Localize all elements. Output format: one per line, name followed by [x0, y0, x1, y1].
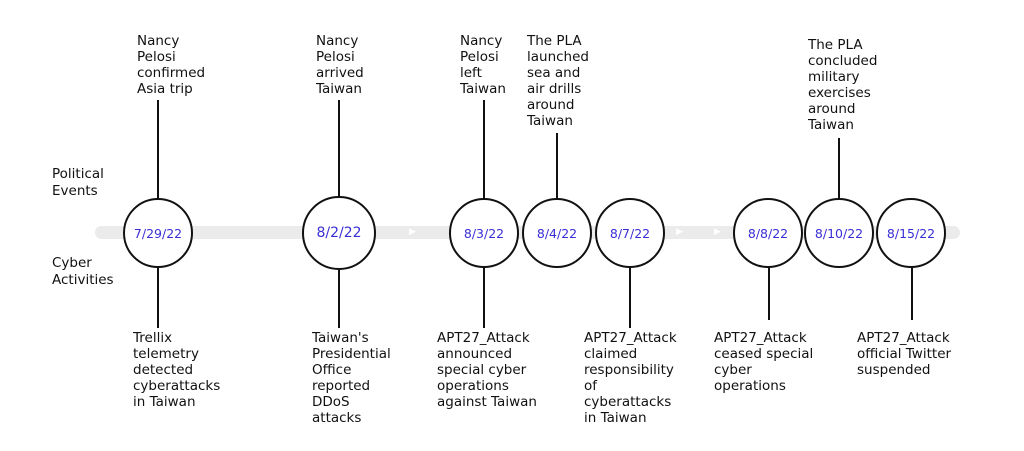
- political-stem-2: [338, 100, 340, 200]
- date-node-8-2-22: 8/2/22: [302, 196, 376, 270]
- political-event-label: Nancy Pelosi confirmed Asia trip: [137, 33, 206, 97]
- cyber-stem-3: [483, 262, 485, 328]
- date-node-8-4-22: 8/4/22: [522, 198, 592, 268]
- date-label: 8/3/22: [463, 225, 505, 241]
- cyber-stem-5: [629, 262, 631, 328]
- political-event-label: Nancy Pelosi left Taiwan: [460, 33, 506, 97]
- date-label: 8/10/22: [814, 225, 864, 241]
- cyber-stem-2: [338, 262, 340, 328]
- date-node-8-10-22: 8/10/22: [804, 198, 874, 268]
- political-event-label: The PLA concluded military exercises aro…: [808, 37, 878, 133]
- date-label: 8/2/22: [316, 225, 362, 241]
- date-label: 8/8/22: [747, 225, 789, 241]
- political-stem-3: [483, 100, 485, 200]
- cyber-stem-6: [768, 262, 770, 320]
- cyber-activity-label: APT27_Attack official Twitter suspended: [857, 330, 952, 378]
- arrow-icon: ▶: [409, 227, 416, 237]
- political-event-label: The PLA launched sea and air drills arou…: [527, 33, 589, 129]
- political-event-label: Nancy Pelosi arrived Taiwan: [316, 33, 364, 97]
- date-node-7-29-22: 7/29/22: [123, 198, 193, 268]
- date-label: 8/7/22: [609, 225, 651, 241]
- arrow-icon: ▶: [676, 227, 683, 237]
- date-node-8-3-22: 8/3/22: [449, 198, 519, 268]
- political-stem-1: [157, 100, 159, 200]
- political-stem-7: [838, 138, 840, 200]
- date-label: 7/29/22: [133, 225, 183, 241]
- date-label: 8/15/22: [886, 225, 936, 241]
- date-node-8-15-22: 8/15/22: [876, 198, 946, 268]
- date-node-8-8-22: 8/8/22: [733, 198, 803, 268]
- date-label: 8/4/22: [536, 225, 578, 241]
- political-stem-4: [556, 133, 558, 200]
- cyber-activities-row-label: Cyber Activities: [52, 255, 114, 288]
- cyber-stem-1: [157, 262, 159, 328]
- cyber-activity-label: APT27_Attack claimed responsibility of c…: [584, 330, 677, 426]
- cyber-activity-label: Trellix telemetry detected cyberattacks …: [133, 330, 221, 410]
- cyber-activity-label: Taiwan's Presidential Office reported DD…: [312, 330, 391, 426]
- date-node-8-7-22: 8/7/22: [595, 198, 665, 268]
- cyber-stem-8: [911, 262, 913, 320]
- cyber-activity-label: APT27_Attack announced special cyber ope…: [437, 330, 537, 410]
- cyber-activity-label: APT27_Attack ceased special cyber operat…: [714, 330, 814, 394]
- arrow-icon: ▶: [714, 227, 721, 237]
- political-events-row-label: Political Events: [52, 166, 104, 199]
